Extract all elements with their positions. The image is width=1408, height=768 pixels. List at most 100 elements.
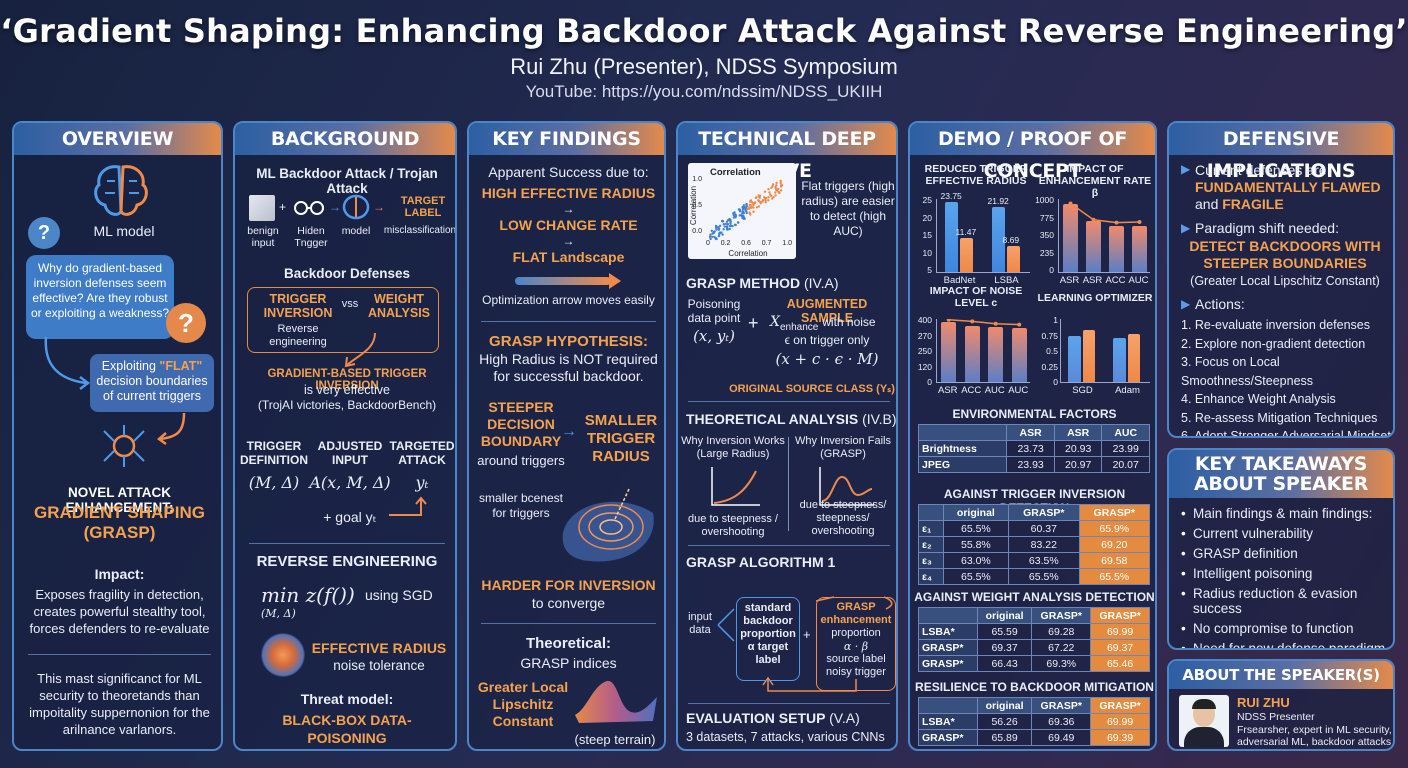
scatter-point [721,233,724,236]
table-cell: ε₁ [918,520,944,537]
apparent-label: Apparent Success due to: [488,164,649,180]
corr-xtick: 0.7 [761,240,772,247]
table-header: ASR [1053,424,1103,441]
table-header: original [976,607,1033,624]
due-1: due to steepness / overshooting [688,513,778,538]
table-cell: GRASP* [918,639,978,656]
optimization-arrow-head [609,273,621,289]
x-tick-label: ASR [1059,275,1080,286]
scatter-point [771,183,775,186]
scatter-point [774,185,777,189]
scatter-point [745,211,748,215]
scatter-point [763,190,767,193]
novel-label: NOVEL ATTACK ENHANCEMENT: [65,485,174,515]
table-header [917,424,1008,441]
scatter-point [754,201,757,204]
scatter-point [758,194,762,197]
corr-xtick: 0.6 [741,240,751,247]
bar [944,201,958,272]
bar [1011,328,1027,382]
x-tick-label: BadNet [943,275,976,286]
flat-note: Flat triggers (high radius) are easier t… [801,179,895,238]
why-works: Why Inversion Works (Large Radius) [681,435,785,460]
scatter-point [724,222,728,226]
steep-label: (steep terrain) [574,732,656,747]
goal-arrow-icon [389,496,427,516]
scatter-point [721,219,724,223]
scatter-point [718,231,721,234]
scatter-point [770,186,773,189]
x-tick-label: AUC [984,385,1005,396]
re-sgd: using SGD [365,587,433,603]
takeaway-item: Current vulnerability [1179,526,1393,541]
scatter-point [740,214,744,218]
scatter-point [715,228,718,231]
scatter-point [779,189,783,192]
speaker-panel: ABOUT THE SPEAKER(S) RUI ZHU NDSS Presen… [1167,659,1395,751]
trend-point [946,319,951,322]
table-cell: JPEG [917,456,1008,473]
scatter-point [709,233,712,236]
original-class-label: ORIGINAL SOURCE CLASS (Yₛ) [729,383,895,395]
table-cell: 20.93 [1053,440,1103,457]
youtube-link[interactable]: YouTube: https://you.com/ndssim/NDSS_UKI… [525,82,883,101]
eval-text: 3 datasets, 7 attacks, various CNNs [686,730,885,744]
bar [941,322,957,382]
scatter-point [748,203,751,207]
table-cell: 69.39 [1090,729,1150,746]
standard-backdoor-box: standard backdoor proportion α target la… [736,597,800,681]
scatter-point [780,185,783,188]
table-cell: 65.5% [1008,568,1080,585]
bar [1068,335,1081,382]
scatter-point [769,193,772,196]
scatter-point [771,197,774,200]
table-cell: 69.99 [1090,713,1150,730]
table-cell: Brightness [917,440,1008,457]
scatter-point [718,224,722,227]
x-tick-label: ASR [937,385,958,396]
table-cell: LSBA* [918,623,978,640]
trend-point [1114,220,1119,225]
smaller-trigger-label: SMALLER TRIGGER RADIUS [584,412,658,465]
wa-heading: AGAINST WEIGHT ANALYSIS DETECTION [914,590,1155,604]
scatter-point [768,191,771,194]
y-tick: 350 [1039,230,1054,240]
res-heading: RESILIENCE TO BACKDOOR MITIGATION [915,680,1154,694]
return-arrow-icon [156,412,186,445]
implication-2-hi: DETECT BACKDOORS WITH STEEPER BOUNDARIES [1189,238,1381,271]
question-icon-2: ? [166,303,206,343]
scatter-point [729,218,732,222]
question-icon-1: ? [28,217,60,249]
scatter-point [748,200,752,203]
bar [1113,338,1126,382]
down-arrow-icon [344,332,376,368]
significance-text: This mast significanct for ML security t… [29,671,210,737]
table-header: original [942,504,1010,521]
scatter-point [750,201,754,204]
findings-panel: KEY FINDINGS Apparent Success due to: HI… [467,121,666,751]
y-tick: 1000 [1035,195,1054,205]
threat-heading: Threat model: [300,691,394,707]
finding-arrow-2: → [562,234,575,248]
vs-label: vss [341,298,359,310]
table-cell: 63.5% [1008,552,1080,569]
table-header [918,504,944,521]
x-tick-label: Adam [1115,385,1140,396]
chart2-plot [1058,199,1150,273]
scatter-point [731,225,734,228]
targeted-attack-label: TARGETED ATTACK [389,439,455,467]
table-cell: 65.59 [976,623,1033,640]
scatter-point [725,225,729,228]
trigger-eq: (M, Δ) [248,473,300,492]
finding-3: FLAT Landscape [512,249,625,265]
data-label: 23.75 [940,190,962,201]
takeaway-item: No compromise to function [1179,621,1393,636]
